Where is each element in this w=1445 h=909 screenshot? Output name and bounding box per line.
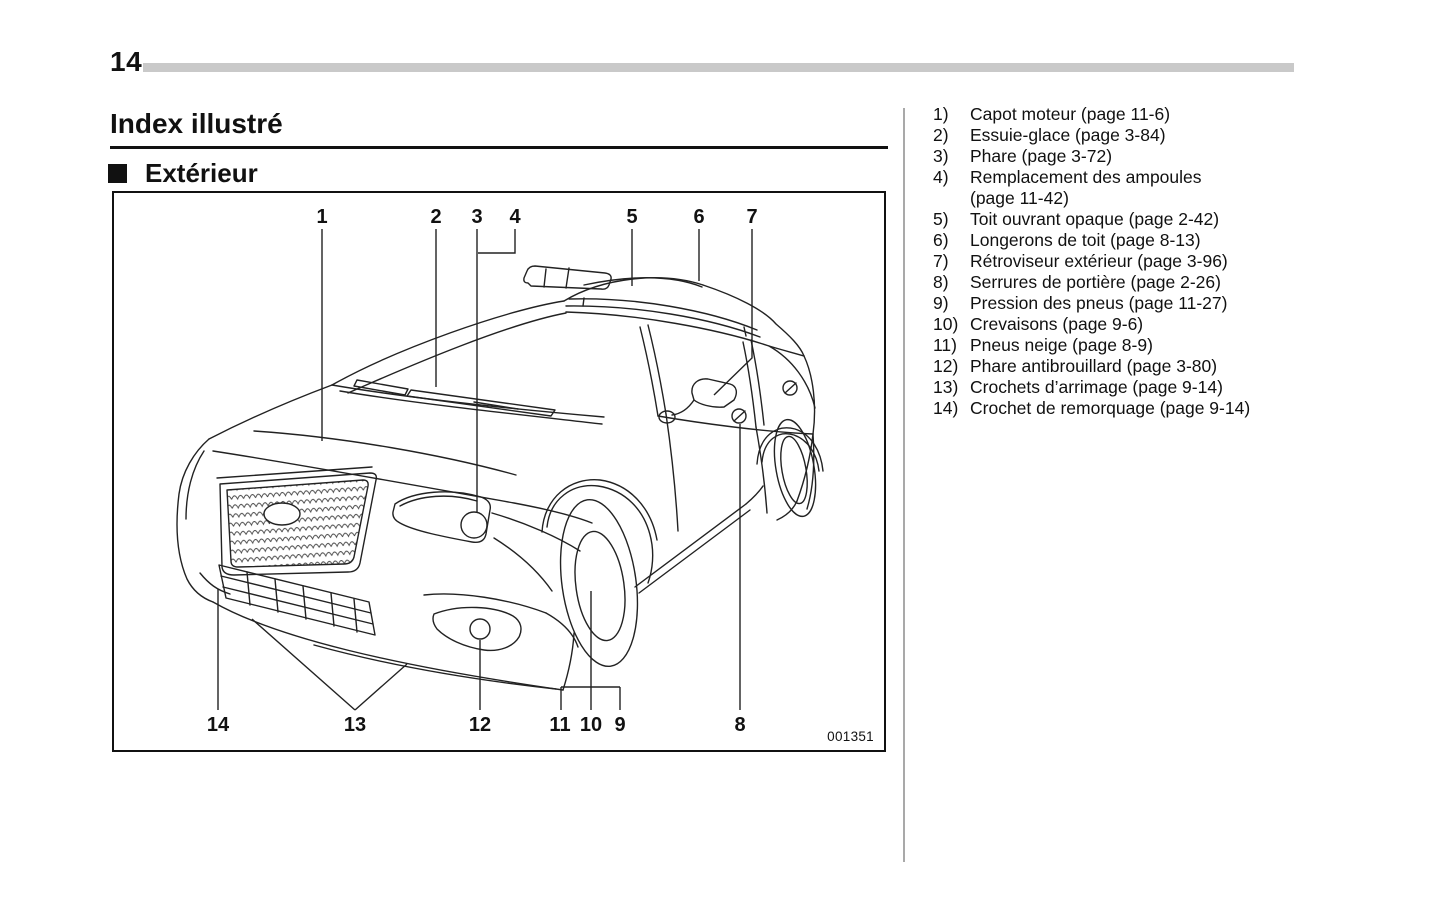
legend-item-text: Essuie-glace (page 3-84) — [970, 125, 1166, 145]
callout-label-6: 6 — [693, 206, 705, 228]
legend-list: 1) Capot moteur (page 11-6) 2) Essuie-glac… — [933, 104, 1293, 419]
column-divider — [903, 108, 905, 862]
legend-item-number: 10) — [933, 314, 959, 334]
section-title: Extérieur — [108, 158, 258, 189]
legend-item-text: Remplacement des ampoules(page 11-42) — [970, 167, 1202, 208]
legend-item-number: 7) — [933, 251, 949, 271]
exterior-diagram: 1 2 3 4 5 6 7 8 9 10 11 12 13 14 001351 — [112, 191, 886, 752]
legend-item: 7) Rétroviseur extérieur (page 3-96) — [933, 251, 1293, 272]
legend-item-number: 3) — [933, 146, 949, 166]
legend-item-number: 4) — [933, 167, 949, 187]
legend-item-text: Pneus neige (page 8-9) — [970, 335, 1153, 355]
legend-item: 13) Crochets d’arrimage (page 9-14) — [933, 377, 1293, 398]
legend-item: 10) Crevaisons (page 9-6) — [933, 314, 1293, 335]
legend-item-number: 13) — [933, 377, 959, 397]
callout-label-13: 13 — [343, 714, 367, 736]
legend-item-number: 5) — [933, 209, 949, 229]
legend-item: 9) Pression des pneus (page 11-27) — [933, 293, 1293, 314]
legend-item: 6) Longerons de toit (page 8-13) — [933, 230, 1293, 251]
callout-label-4: 4 — [509, 206, 521, 228]
legend-item-text: Crochets d’arrimage (page 9-14) — [970, 377, 1223, 397]
legend-item: 4) Remplacement des ampoules(page 11-42) — [933, 167, 1293, 209]
callout-label-5: 5 — [626, 206, 638, 228]
callout-label-7: 7 — [746, 206, 758, 228]
legend-item: 12) Phare antibrouillard (page 3-80) — [933, 356, 1293, 377]
callout-label-12: 12 — [468, 714, 492, 736]
legend-item-text: Toit ouvrant opaque (page 2-42) — [970, 209, 1220, 229]
callout-label-8: 8 — [734, 714, 746, 736]
legend-item-number: 2) — [933, 125, 949, 145]
legend-item-text: Capot moteur (page 11-6) — [970, 104, 1171, 124]
legend-item-number: 8) — [933, 272, 949, 292]
legend-item-number: 6) — [933, 230, 949, 250]
legend-item-text: Pression des pneus (page 11-27) — [970, 293, 1228, 313]
page-title: Index illustré — [110, 108, 888, 149]
callout-label-2: 2 — [430, 206, 442, 228]
legend-item-number: 1) — [933, 104, 949, 124]
section-title-label: Extérieur — [145, 158, 258, 188]
legend-item: 5) Toit ouvrant opaque (page 2-42) — [933, 209, 1293, 230]
legend-item: 2) Essuie-glace (page 3-84) — [933, 125, 1293, 146]
callout-label-9: 9 — [614, 714, 626, 736]
legend-item-number: 14) — [933, 398, 959, 418]
legend-item-number: 11) — [933, 335, 957, 355]
legend-item-text: Crevaisons (page 9-6) — [970, 314, 1144, 334]
figure-code: 001351 — [827, 729, 874, 744]
legend-item: 8) Serrures de portière (page 2-26) — [933, 272, 1293, 293]
page-number: 14 — [110, 46, 143, 77]
callout-label-1: 1 — [316, 206, 328, 228]
legend-item: 1) Capot moteur (page 11-6) — [933, 104, 1293, 125]
legend-item: 11) Pneus neige (page 8-9) — [933, 335, 1293, 356]
legend-item-text: Serrures de portière (page 2-26) — [970, 272, 1221, 292]
legend-item-text: Phare (page 3-72) — [970, 146, 1113, 166]
legend-item: 14) Crochet de remorquage (page 9-14) — [933, 398, 1293, 419]
legend-item-text: Crochet de remorquage (page 9-14) — [970, 398, 1251, 418]
callout-label-3: 3 — [471, 206, 483, 228]
header-rule — [143, 63, 1294, 72]
legend-item: 3) Phare (page 3-72) — [933, 146, 1293, 167]
legend-item-text: Longerons de toit (page 8-13) — [970, 230, 1201, 250]
legend-item-number: 9) — [933, 293, 949, 313]
legend-item-text: Phare antibrouillard (page 3-80) — [970, 356, 1218, 376]
legend-item-number: 12) — [933, 356, 959, 376]
legend-item-text: Rétroviseur extérieur (page 3-96) — [970, 251, 1228, 271]
callout-label-11: 11 — [549, 714, 571, 736]
callout-label-14: 14 — [206, 714, 230, 736]
section-bullet-icon — [108, 164, 127, 183]
car-illustration — [176, 229, 824, 711]
callout-label-10: 10 — [579, 714, 603, 736]
